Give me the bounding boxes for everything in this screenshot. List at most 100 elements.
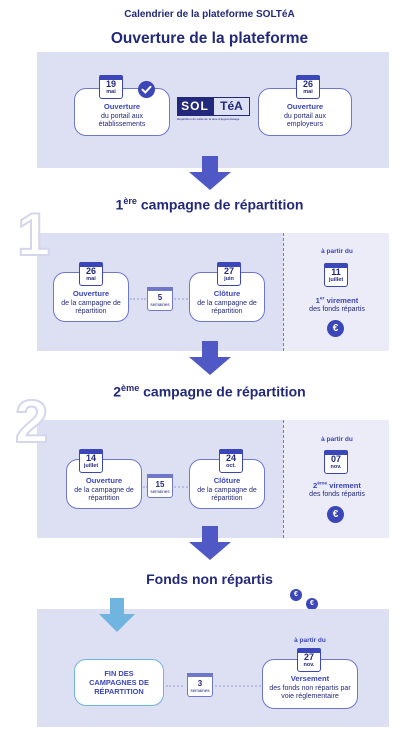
payment-pre: 1 (315, 295, 320, 305)
card-label-bold: Ouverture (85, 476, 123, 485)
dotted-connector (143, 486, 146, 488)
euro-icon: € (327, 506, 344, 523)
card-label-bold: Ouverture (286, 102, 324, 111)
calendar-month: juin (224, 276, 234, 282)
heading-rest: campagne de répartition (139, 383, 306, 400)
portal-employeurs-card: Ouverture du portail aux employeurs (258, 88, 352, 136)
calendar-day: 27 (303, 652, 314, 662)
down-arrow-icon (189, 341, 231, 375)
dotted-connector (174, 298, 188, 300)
weeks-unit: semaines (190, 688, 210, 693)
card-label-rest: de la campagne de répartition (197, 486, 257, 503)
calendar-day: 26 (85, 266, 96, 276)
calendar-month: oct. (226, 463, 236, 469)
payment-bold: virement (324, 295, 359, 305)
payment-from-label: à partir du (321, 248, 353, 255)
payment-pre: 2 (313, 480, 318, 490)
dotted-connector (166, 685, 183, 687)
payment-bold: virement (327, 480, 361, 490)
weeks-badge: 5 semaines (147, 287, 173, 311)
payment-sup: er (319, 296, 325, 301)
campagne1-heading: 1ère campagne de répartition (0, 196, 419, 213)
weeks-number: 15 (155, 480, 165, 489)
card-label-bold: Ouverture (103, 102, 141, 111)
euro-coin-icon: € (290, 589, 302, 601)
dotted-connector (215, 685, 261, 687)
card-label-rest: de la campagne de répartition (197, 299, 257, 316)
calendar-month: mai (106, 89, 116, 95)
campagne1-payment-text: 1er virement des fonds répartis (288, 295, 386, 315)
logo-sol: SOL (177, 97, 213, 116)
calendar-day: 07 (330, 454, 341, 464)
calendar-day: 11 (331, 267, 341, 277)
divider (283, 233, 284, 351)
down-arrow-light-icon (99, 598, 135, 632)
payment-rest: des fonds répartis (309, 306, 365, 314)
divider (283, 420, 284, 538)
card-label-bold: Clôture (213, 476, 241, 485)
calendar-icon: 27 nov. (297, 648, 321, 672)
heading-number: 1 (115, 196, 124, 213)
logo-tea: TéA (213, 97, 250, 116)
campagne2-heading: 2ème campagne de répartition (0, 383, 419, 400)
fin-campagnes-card: FIN DES CAMPAGNES DE RÉPARTITION (74, 659, 164, 706)
weeks-unit: semaines (150, 489, 170, 494)
down-arrow-icon (189, 526, 231, 560)
campagne1-number: 1 (16, 201, 51, 268)
calendar-month: juillet (83, 463, 99, 469)
payment-rest: des fonds répartis (309, 491, 365, 499)
calendar-icon: 24 oct. (219, 449, 243, 473)
calendar-month: nov. (330, 464, 342, 470)
card-label-rest: du portail aux établissements (98, 112, 146, 129)
calendar-month: mai (303, 89, 313, 95)
heading-sup: ème (121, 383, 140, 393)
heading-number: 2 (113, 383, 122, 400)
payment-sup: ème (317, 481, 328, 486)
calendar-icon: 11 juillet (324, 263, 348, 287)
ouverture-heading: Ouverture de la plateforme (110, 30, 309, 47)
card-label-rest: de la campagne de répartition (74, 486, 134, 503)
page-title: Calendrier de la plateforme SOLTéA (124, 9, 295, 20)
campagne2-payment-text: 2ème virement des fonds répartis (288, 480, 386, 500)
weeks-number: 3 (197, 679, 203, 688)
heading-rest: campagne de répartition (136, 196, 304, 213)
calendar-day: 24 (225, 453, 236, 463)
fonds-heading: Fonds non répartis (146, 571, 273, 587)
down-arrow-icon (189, 156, 231, 190)
weeks-number: 5 (157, 293, 163, 302)
card-label-bold: Clôture (213, 289, 241, 298)
campagne2-number: 2 (14, 388, 49, 455)
check-icon (138, 81, 155, 98)
card-label-bold: Versement (290, 674, 330, 683)
card-label-bold: Ouverture (72, 289, 110, 298)
calendar-icon: 14 juillet (79, 449, 103, 473)
calendar-icon: 26 mai (79, 262, 103, 286)
heading-sup: ère (123, 196, 137, 206)
calendar-day: 19 (105, 79, 116, 89)
campagne2-close-card: Clôture de la campagne de répartition (189, 459, 265, 509)
soltea-logo: SOL TéA Répartition du solde de la taxe … (177, 97, 250, 123)
calendar-month: mai (86, 276, 96, 282)
payment-from-label: à partir du (294, 637, 326, 644)
calendar-month: juillet (328, 277, 344, 283)
calendar-icon: 07 nov. (324, 450, 348, 474)
dotted-connector (130, 298, 146, 300)
calendar-day: 14 (85, 453, 96, 463)
card-label-rest: de la campagne de répartition (61, 299, 121, 316)
calendar-day: 27 (223, 266, 234, 276)
card-label-rest: des fonds non répartis par voie réglemen… (269, 684, 351, 701)
dotted-connector (174, 486, 188, 488)
weeks-unit: semaines (150, 302, 170, 307)
euro-icon: € (327, 320, 344, 337)
euro-coin-icon: € (306, 598, 318, 610)
campagne2-open-card: Ouverture de la campagne de répartition (66, 459, 142, 509)
weeks-badge: 15 semaines (147, 474, 173, 498)
calendar-day: 26 (302, 79, 313, 89)
calendar-month: nov. (303, 662, 315, 668)
card-label-rest: du portail aux employeurs (283, 112, 327, 129)
calendar-icon: 19 mai (99, 75, 123, 99)
logo-tagline: Répartition du solde de la taxe d'appren… (177, 117, 240, 121)
payment-from-label: à partir du (321, 436, 353, 443)
calendar-icon: 26 mai (296, 75, 320, 99)
calendar-icon: 27 juin (217, 262, 241, 286)
